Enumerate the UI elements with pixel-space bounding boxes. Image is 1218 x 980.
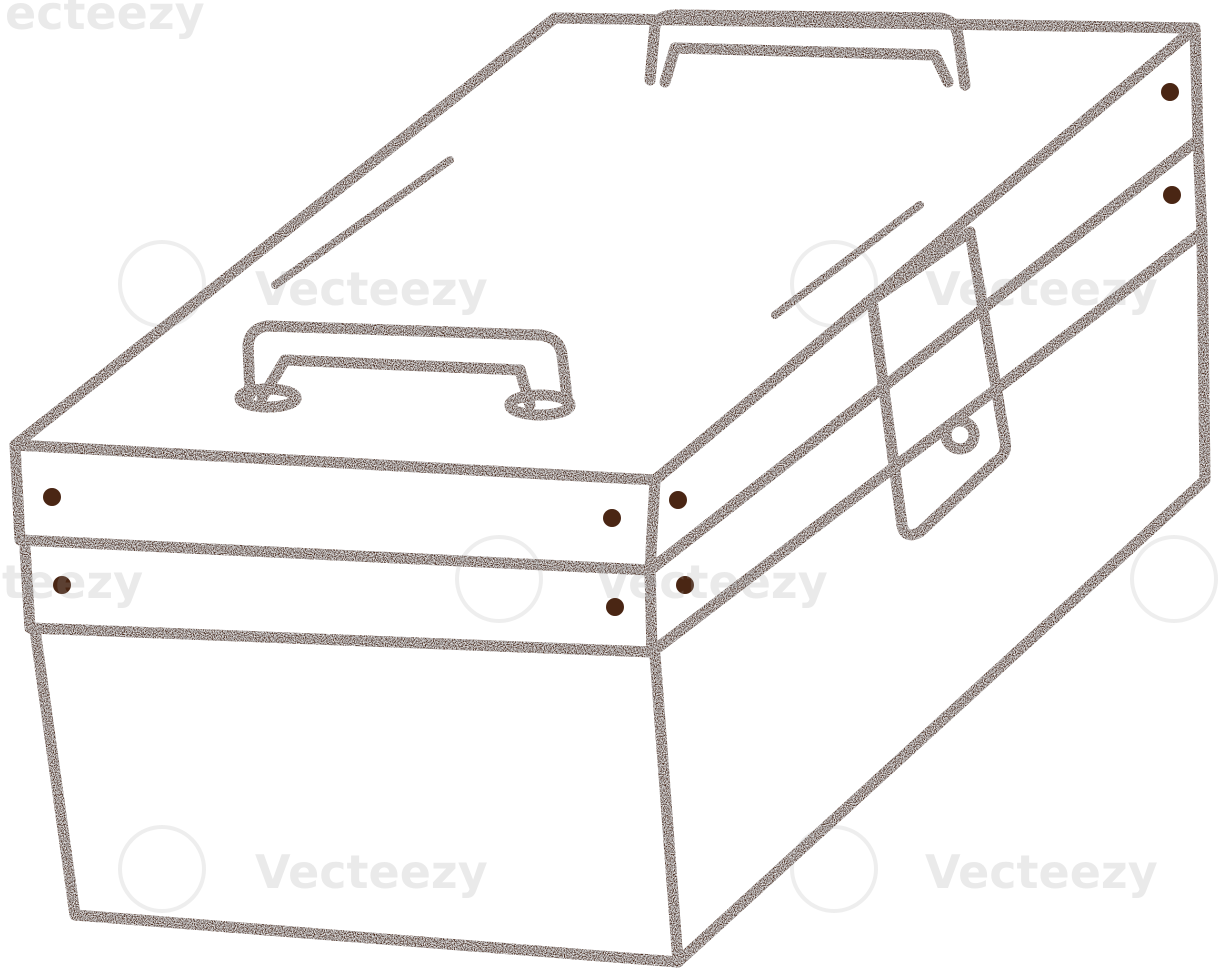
rivet-front-1 — [43, 488, 61, 506]
latch-rivet — [940, 415, 980, 455]
rivet-side-2 — [676, 576, 694, 594]
front-handle-foot-right — [504, 389, 576, 421]
lid-highlight-right — [771, 201, 924, 319]
toolbox — [9, 9, 1211, 968]
rivets — [43, 83, 1181, 616]
back-handle — [644, 9, 971, 91]
rivet-side-1 — [669, 491, 687, 509]
front-band-top — [9, 439, 661, 576]
rivet-front-2 — [603, 509, 621, 527]
rivet-side-3 — [1161, 83, 1179, 101]
front-band-middle — [19, 542, 658, 658]
front-handle — [242, 320, 574, 411]
lid-highlight-left — [271, 156, 454, 289]
lid-top — [9, 12, 1201, 486]
latch — [866, 226, 1011, 541]
front-body — [29, 624, 684, 968]
side-body — [646, 226, 1211, 968]
rivet-side-4 — [1163, 186, 1181, 204]
front-handle-foot-left — [234, 383, 302, 413]
side-band-middle — [644, 134, 1208, 658]
rivet-front-4 — [606, 598, 624, 616]
rivet-front-3 — [53, 576, 71, 594]
